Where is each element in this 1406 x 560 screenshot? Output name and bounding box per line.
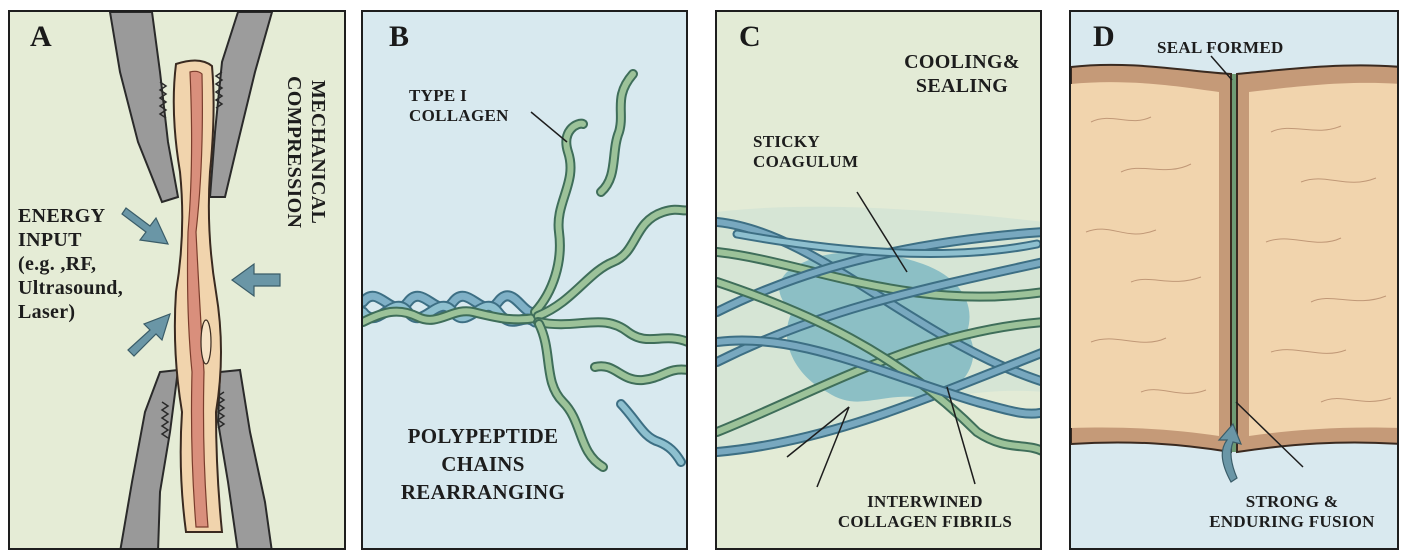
collagen-line: TYPE I	[409, 86, 468, 105]
sticky-coagulum-label: STICKY COAGULUM	[753, 132, 858, 172]
fusion-arrow	[1217, 422, 1242, 483]
energy-arrow-top	[121, 207, 170, 245]
fibrils-leader-line-c	[946, 386, 976, 485]
fibrils-leader-line-b	[816, 406, 850, 488]
coagulum-line: STICKY	[753, 132, 820, 151]
energy-input-line: ENERGY	[18, 205, 106, 227]
energy-input-line: Ultrasound,	[18, 277, 123, 299]
chains-line: POLYPEPTIDE	[407, 424, 559, 448]
seal-leader-line	[1210, 55, 1233, 81]
chains-line: REARRANGING	[400, 480, 566, 504]
interwined-fibrils-label: INTERWINED COLLAGEN FIBRILS	[817, 492, 1033, 532]
cooling-line: SEALING	[915, 75, 1009, 97]
energy-input-line: (e.g. ,RF,	[18, 253, 97, 275]
chains-line: CHAINS	[441, 452, 525, 476]
fibrils-leader-line-a	[786, 406, 850, 458]
polypeptide-chains-label: POLYPEPTIDE CHAINS REARRANGING	[383, 422, 583, 506]
strong-enduring-fusion-label: STRONG & ENDURING FUSION	[1187, 492, 1397, 532]
energy-input-label: ENERGY INPUT (e.g. ,RF, Ultrasound, Lase…	[18, 204, 123, 324]
seal-formed-label: SEAL FORMED	[1157, 38, 1284, 57]
panel-d: D SEAL FORMED STRONG & ENDURING FUSION	[1069, 10, 1399, 550]
fibrils-line: INTERWINED	[867, 492, 983, 511]
coagulum-line: COAGULUM	[753, 152, 859, 171]
fusion-leader-line	[1235, 401, 1304, 468]
panel-a-letter: A	[30, 20, 52, 53]
tissue-core	[186, 70, 209, 528]
coagulum-leader-line	[856, 191, 908, 273]
panel-c: C COOLING& SEALING STICKY COAGULUM INTER…	[715, 10, 1042, 550]
panel-d-letter: D	[1093, 20, 1115, 53]
lower-right-jaw	[216, 368, 273, 548]
fusion-line: ENDURING FUSION	[1209, 512, 1375, 531]
panel-c-illustration	[717, 191, 1040, 488]
lower-left-jaw	[119, 368, 180, 548]
compression-line: MECHANICAL	[307, 80, 329, 225]
panel-a: A ENERGY INPUT (e.g. ,RF, Ultrasound, La…	[8, 10, 346, 550]
cooling-line: COOLING&	[904, 51, 1020, 73]
collagen-leader-line	[530, 111, 568, 143]
upper-right-jaw	[208, 12, 274, 198]
upper-left-jaw	[108, 12, 180, 204]
compression-line: COMPRESSION	[283, 76, 305, 229]
tissue-cavity	[200, 319, 212, 365]
panel-b: B TYPE I COLLAGEN POLYPEPTIDE CHAINS REA…	[361, 10, 688, 550]
type-i-collagen-label: TYPE I COLLAGEN	[409, 86, 509, 126]
panel-c-letter: C	[739, 20, 761, 53]
energy-input-line: Laser)	[18, 301, 76, 323]
fibrils-line: COLLAGEN FIBRILS	[837, 512, 1013, 531]
mechanical-compression-label: MECHANICAL COMPRESSION	[282, 76, 330, 228]
collagen-line: COLLAGEN	[409, 106, 509, 125]
panel-b-letter: B	[389, 20, 410, 53]
energy-input-line: INPUT	[18, 229, 82, 251]
panel-d-illustration	[1071, 55, 1397, 483]
compression-arrow	[230, 262, 281, 298]
energy-arrow-bottom	[127, 312, 171, 357]
panel-b-illustration	[363, 69, 686, 472]
fusion-line: STRONG &	[1245, 492, 1339, 511]
panel-a-illustration	[108, 12, 281, 548]
cooling-sealing-label: COOLING& SEALING	[887, 50, 1037, 98]
